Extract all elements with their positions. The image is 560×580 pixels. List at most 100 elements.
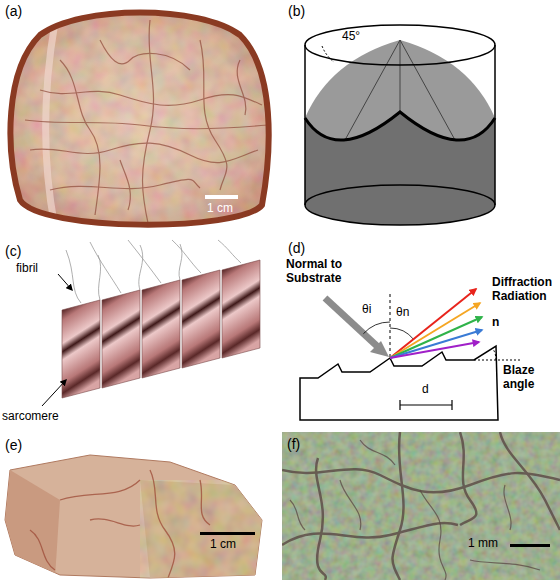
angle-marker [322,46,334,62]
diffracted-ray [390,289,482,358]
closeup-photo [282,432,560,580]
cylinder-schematic [305,40,495,225]
period-bar [399,400,400,410]
tissue-vein [237,60,246,115]
panel-letter: (d) [288,240,305,256]
diffracted-ray [390,303,480,358]
tissue-vein [60,480,140,500]
closeup-photo [282,432,560,580]
tissue-vein [200,480,210,525]
cylinder-schematic [305,25,495,225]
part-label: sarcomere [2,410,59,424]
cylinder-schematic [305,112,495,225]
tissue-vein [30,470,210,578]
sarcomere-block [62,300,100,398]
tissue-vein [470,560,540,570]
meat-chunk-photo [5,455,265,580]
cylinder-schematic [305,112,495,140]
period-bar [451,400,452,410]
diffracted-ray [390,342,479,358]
sarcomere-sketch [42,240,260,406]
incident-beam [325,298,378,347]
tissue-vein [340,480,361,530]
normal-line [390,294,391,358]
fibril-line [139,245,143,290]
sarcomere-block [182,270,220,368]
sarcomere-block [142,280,180,378]
scale-label: 1 cm [210,538,236,552]
meat-slice-photo [0,0,275,235]
cylinder-schematic [305,185,495,225]
panel-letter: (b) [288,3,305,19]
scale-label: 1 mm [468,537,498,551]
panel-letter: (f) [287,436,300,452]
tissue-vein [500,432,560,530]
cylinder-schematic [305,25,495,65]
tissue-vein [50,179,200,190]
tissue-vein [420,490,446,580]
part-label: fibril [16,262,38,276]
tissue-vein [282,469,560,492]
scale-label: 1 cm [207,202,233,216]
tissue-vein [25,20,268,232]
panel-letter: (c) [5,243,21,259]
tissue-vein [100,40,190,70]
scale-bar [510,544,550,547]
tissue-vein [120,160,130,210]
cylinder-schematic [400,40,401,112]
meat-chunk-photo [5,470,265,580]
tissue-vein [60,60,100,215]
fibril-line [172,240,201,273]
period-bar [400,404,452,405]
cylinder-schematic [345,40,455,140]
meat-slice-photo [46,22,55,228]
tissue-vein [504,485,511,530]
blaze-reference [474,360,520,361]
fibril-line [90,242,121,293]
tissue-vein [25,120,268,129]
tissue-vein [360,440,395,465]
meat-slice-photo [0,0,275,235]
meat-chunk-photo [140,480,265,580]
cylinder-schematic [494,45,496,205]
tissue-vein [316,458,326,580]
tissue-vein [30,530,55,570]
part-label: n [492,316,499,330]
part-label: Diffraction Radiation [492,276,556,304]
tissue-vein [282,432,560,580]
angle-arc [363,322,390,334]
grating-diagram [300,289,520,420]
closeup-photo [282,432,560,580]
leader-line [42,380,66,406]
fibril-line [98,255,101,300]
fibril-line [218,240,241,263]
scale-bar [205,195,238,199]
angle-label: θi [362,303,371,317]
cylinder-schematic [304,45,306,205]
angle-arc [390,328,414,339]
meat-slice-photo [0,0,275,235]
meat-chunk-photo [5,470,60,578]
diffracted-ray [390,317,482,358]
tissue-vein [200,40,227,190]
panel-letter: (e) [5,437,22,453]
tissue-vein [460,432,476,525]
tissue-vein [290,440,540,580]
part-label: Normal to Substrate [286,258,374,286]
leader-line [58,274,72,290]
part-label: Blaze angle [503,364,557,392]
tissue-vein [40,90,262,105]
tissue-vein [282,523,458,545]
sarcomere-block [102,290,140,388]
dimension-label: d [422,383,429,397]
meat-slice-photo [10,13,268,225]
angle-label: θn [396,306,409,320]
period-bar [400,400,452,410]
fibril-line [66,250,81,303]
fibril-line [128,240,161,283]
diffracted-ray [390,289,476,358]
diffracted-ray [390,330,482,358]
fibril-line [179,244,182,280]
tissue-vein [150,470,175,578]
